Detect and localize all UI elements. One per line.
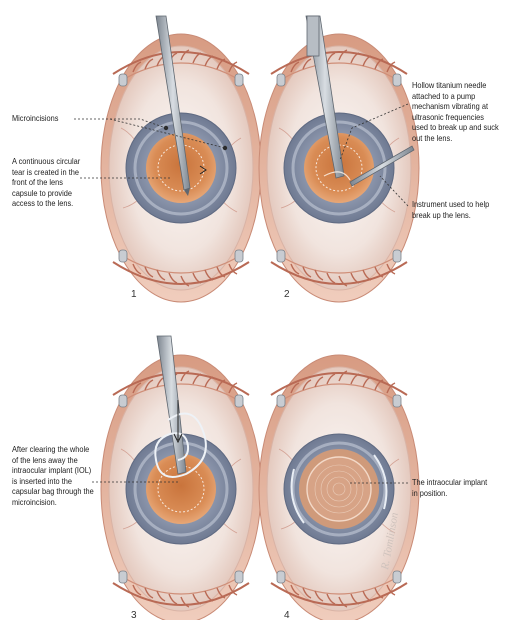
speculum-clip xyxy=(393,250,401,262)
speculum-clip xyxy=(119,74,127,86)
panel-number-3: 3 xyxy=(131,610,137,621)
label-chopper-instrument: Instrument used to help break up the len… xyxy=(412,199,489,220)
panel-number-4: 4 xyxy=(284,610,290,621)
speculum-clip xyxy=(119,571,127,583)
speculum-clip xyxy=(235,395,243,407)
speculum-clip xyxy=(277,571,285,583)
speculum-clip xyxy=(393,395,401,407)
speculum-clip xyxy=(235,571,243,583)
speculum-clip xyxy=(235,250,243,262)
label-iol-insertion: After clearing the whole of the lens awa… xyxy=(12,444,94,508)
label-capsulorhexis: A continuous circular tear is created in… xyxy=(12,156,80,209)
speculum-clip xyxy=(393,571,401,583)
label-iol-in-position: The intraocular implant in position. xyxy=(412,477,487,498)
speculum-clip xyxy=(277,74,285,86)
speculum-clip xyxy=(393,74,401,86)
iol-optic xyxy=(307,457,371,521)
panel-number-1: 1 xyxy=(131,289,137,300)
speculum-clip xyxy=(235,74,243,86)
label-microincisions: Microincisions xyxy=(12,113,58,124)
eye-4 xyxy=(259,355,419,620)
label-phaco-needle: Hollow titanium needle attached to a pum… xyxy=(412,80,499,144)
panel-number-2: 2 xyxy=(284,289,290,300)
speculum-clip xyxy=(277,250,285,262)
speculum-clip xyxy=(277,395,285,407)
phaco-handpiece xyxy=(307,16,319,56)
eye-3 xyxy=(101,355,261,620)
speculum-clip xyxy=(119,250,127,262)
speculum-clip xyxy=(119,395,127,407)
